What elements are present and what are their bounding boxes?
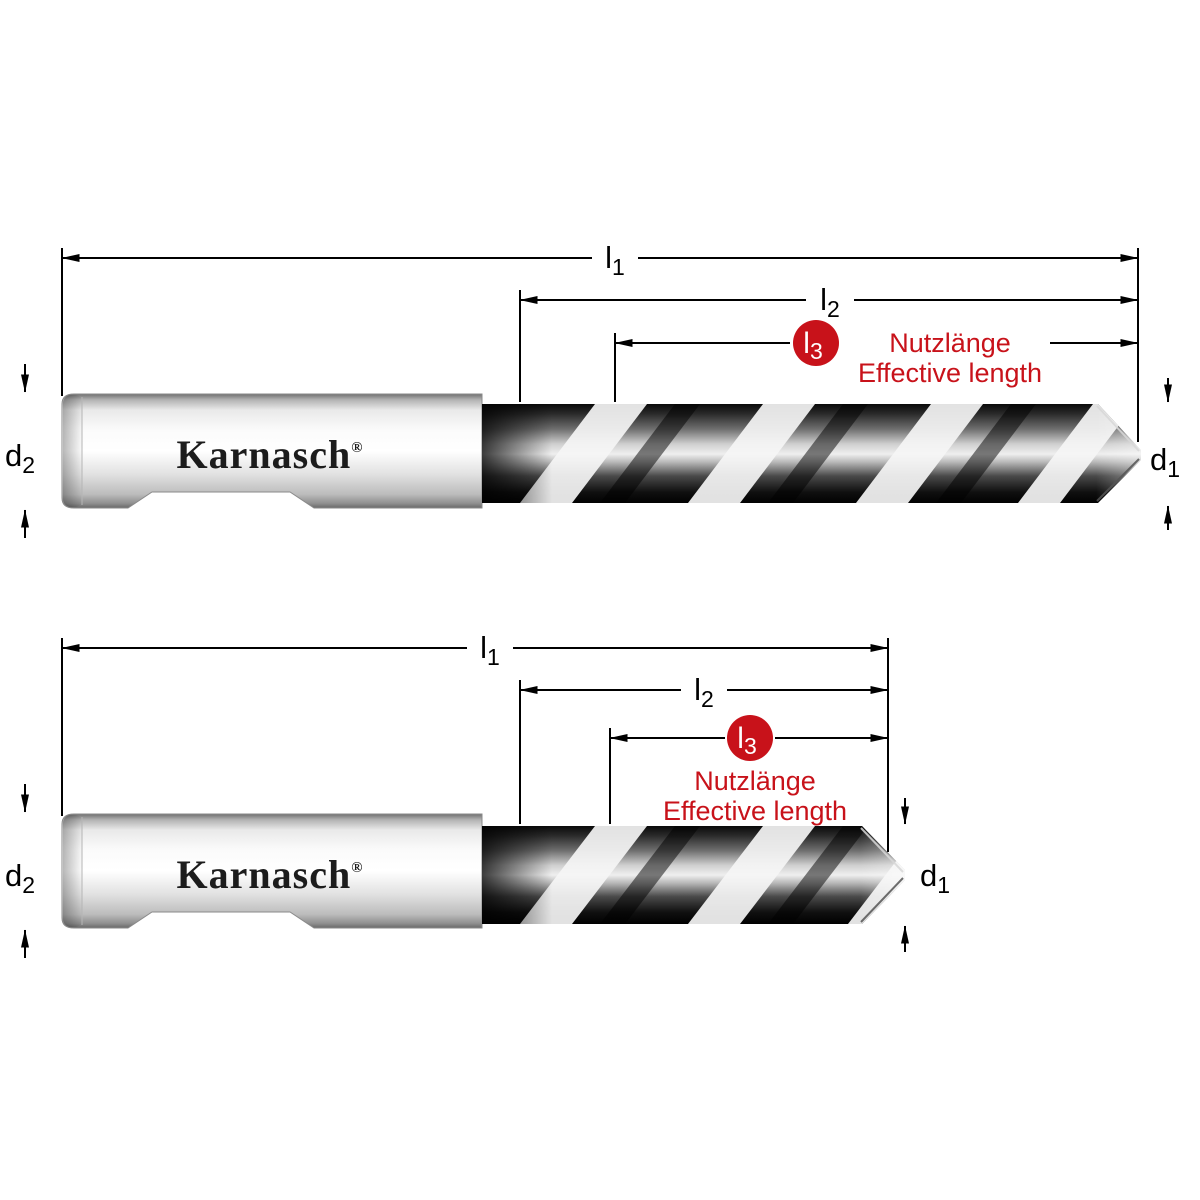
bottom-brand-registered: ® [351,860,363,876]
bottom-d1-label: d1 [920,858,950,898]
top-brand-registered: ® [351,440,363,456]
top-l2-label: l2 [820,282,840,322]
bottom-d2-label: d2 [5,858,35,898]
bottom-drill-shank-cap [63,815,83,927]
bottom-flute-start-shadow [482,826,552,924]
top-drill-tip-shade [1096,404,1141,503]
top-effective-length-label: Effective length [858,358,1042,388]
top-flute-shadow [600,404,700,503]
bottom-flute-highlight [688,826,815,924]
bottom-drill-shank [61,813,483,929]
top-l3-badge [793,320,839,366]
bottom-tip-edge-lower [860,877,904,923]
top-flute-shadow [936,404,1036,503]
bottom-l3-badge-base: l [737,722,744,755]
bottom-view: l1 l2 l3 Nutzlänge Effective length d2 K… [5,630,950,958]
top-l3-badge-base: l [803,327,810,360]
bottom-l2-label-base: l [694,672,701,707]
bottom-l2-label: l2 [694,672,714,712]
top-drill: Karnasch® [61,393,1141,509]
top-view: l1 l2 l3 Nutzlänge Effective length d2 K… [5,240,1180,538]
top-flute-highlight [688,404,815,503]
bottom-l1-label-sub: 1 [487,644,500,670]
top-d2-label-base: d [5,438,22,473]
bottom-d2-label-sub: 2 [22,872,35,898]
bottom-l1-label: l1 [480,630,500,670]
bottom-effective-length-label: Effective length [663,796,847,826]
top-brand-name: Karnasch [177,432,352,477]
bottom-tip-edge-upper [860,827,904,873]
top-l2-label-base: l [820,282,827,317]
top-tip-edge-lower [1096,458,1140,502]
top-flute-shadow [768,404,868,503]
bottom-l3-badge-sub: 3 [744,733,757,759]
top-d2-label: d2 [5,438,35,478]
bottom-drill: Karnasch® [61,813,905,929]
top-l3-badge-sub: 3 [810,338,823,364]
bottom-drill-flutes [482,826,905,924]
top-drill-shank [61,393,483,509]
top-flute-start-shadow [482,404,552,503]
bottom-brand-logo: Karnasch® [177,852,364,897]
bottom-drill-tip-shade [860,826,905,924]
bottom-brand-name: Karnasch [177,852,352,897]
bottom-d1-label-sub: 1 [937,872,950,898]
bottom-d2-label-base: d [5,858,22,893]
bottom-d1-label-base: d [920,858,937,893]
bottom-l1-label-base: l [480,630,487,665]
top-l1-label-base: l [605,240,612,275]
top-d1-label-sub: 1 [1167,456,1180,482]
top-drill-flutes [482,404,1141,503]
top-l1-label: l1 [605,240,625,280]
top-l1-label-sub: 1 [612,254,625,280]
top-drill-shank-cap [63,395,83,507]
top-d1-label: d1 [1150,442,1180,482]
bottom-flute-shadow [768,826,868,924]
top-d2-label-sub: 2 [22,452,35,478]
bottom-flute-shadow [600,826,700,924]
bottom-l3-badge [727,715,773,761]
top-brand-logo: Karnasch® [177,432,364,477]
bottom-l3-badge-label: l3 [737,722,756,759]
top-flute-highlight [856,404,983,503]
bottom-l2-label-sub: 2 [701,686,714,712]
top-l3-badge-label: l3 [803,327,822,364]
bottom-nutzlaenge-label: Nutzlänge [694,766,816,796]
top-l2-label-sub: 2 [827,296,840,322]
top-nutzlaenge-label: Nutzlänge [889,328,1011,358]
top-tip-edge-upper [1096,405,1140,452]
top-d1-label-base: d [1150,442,1167,477]
